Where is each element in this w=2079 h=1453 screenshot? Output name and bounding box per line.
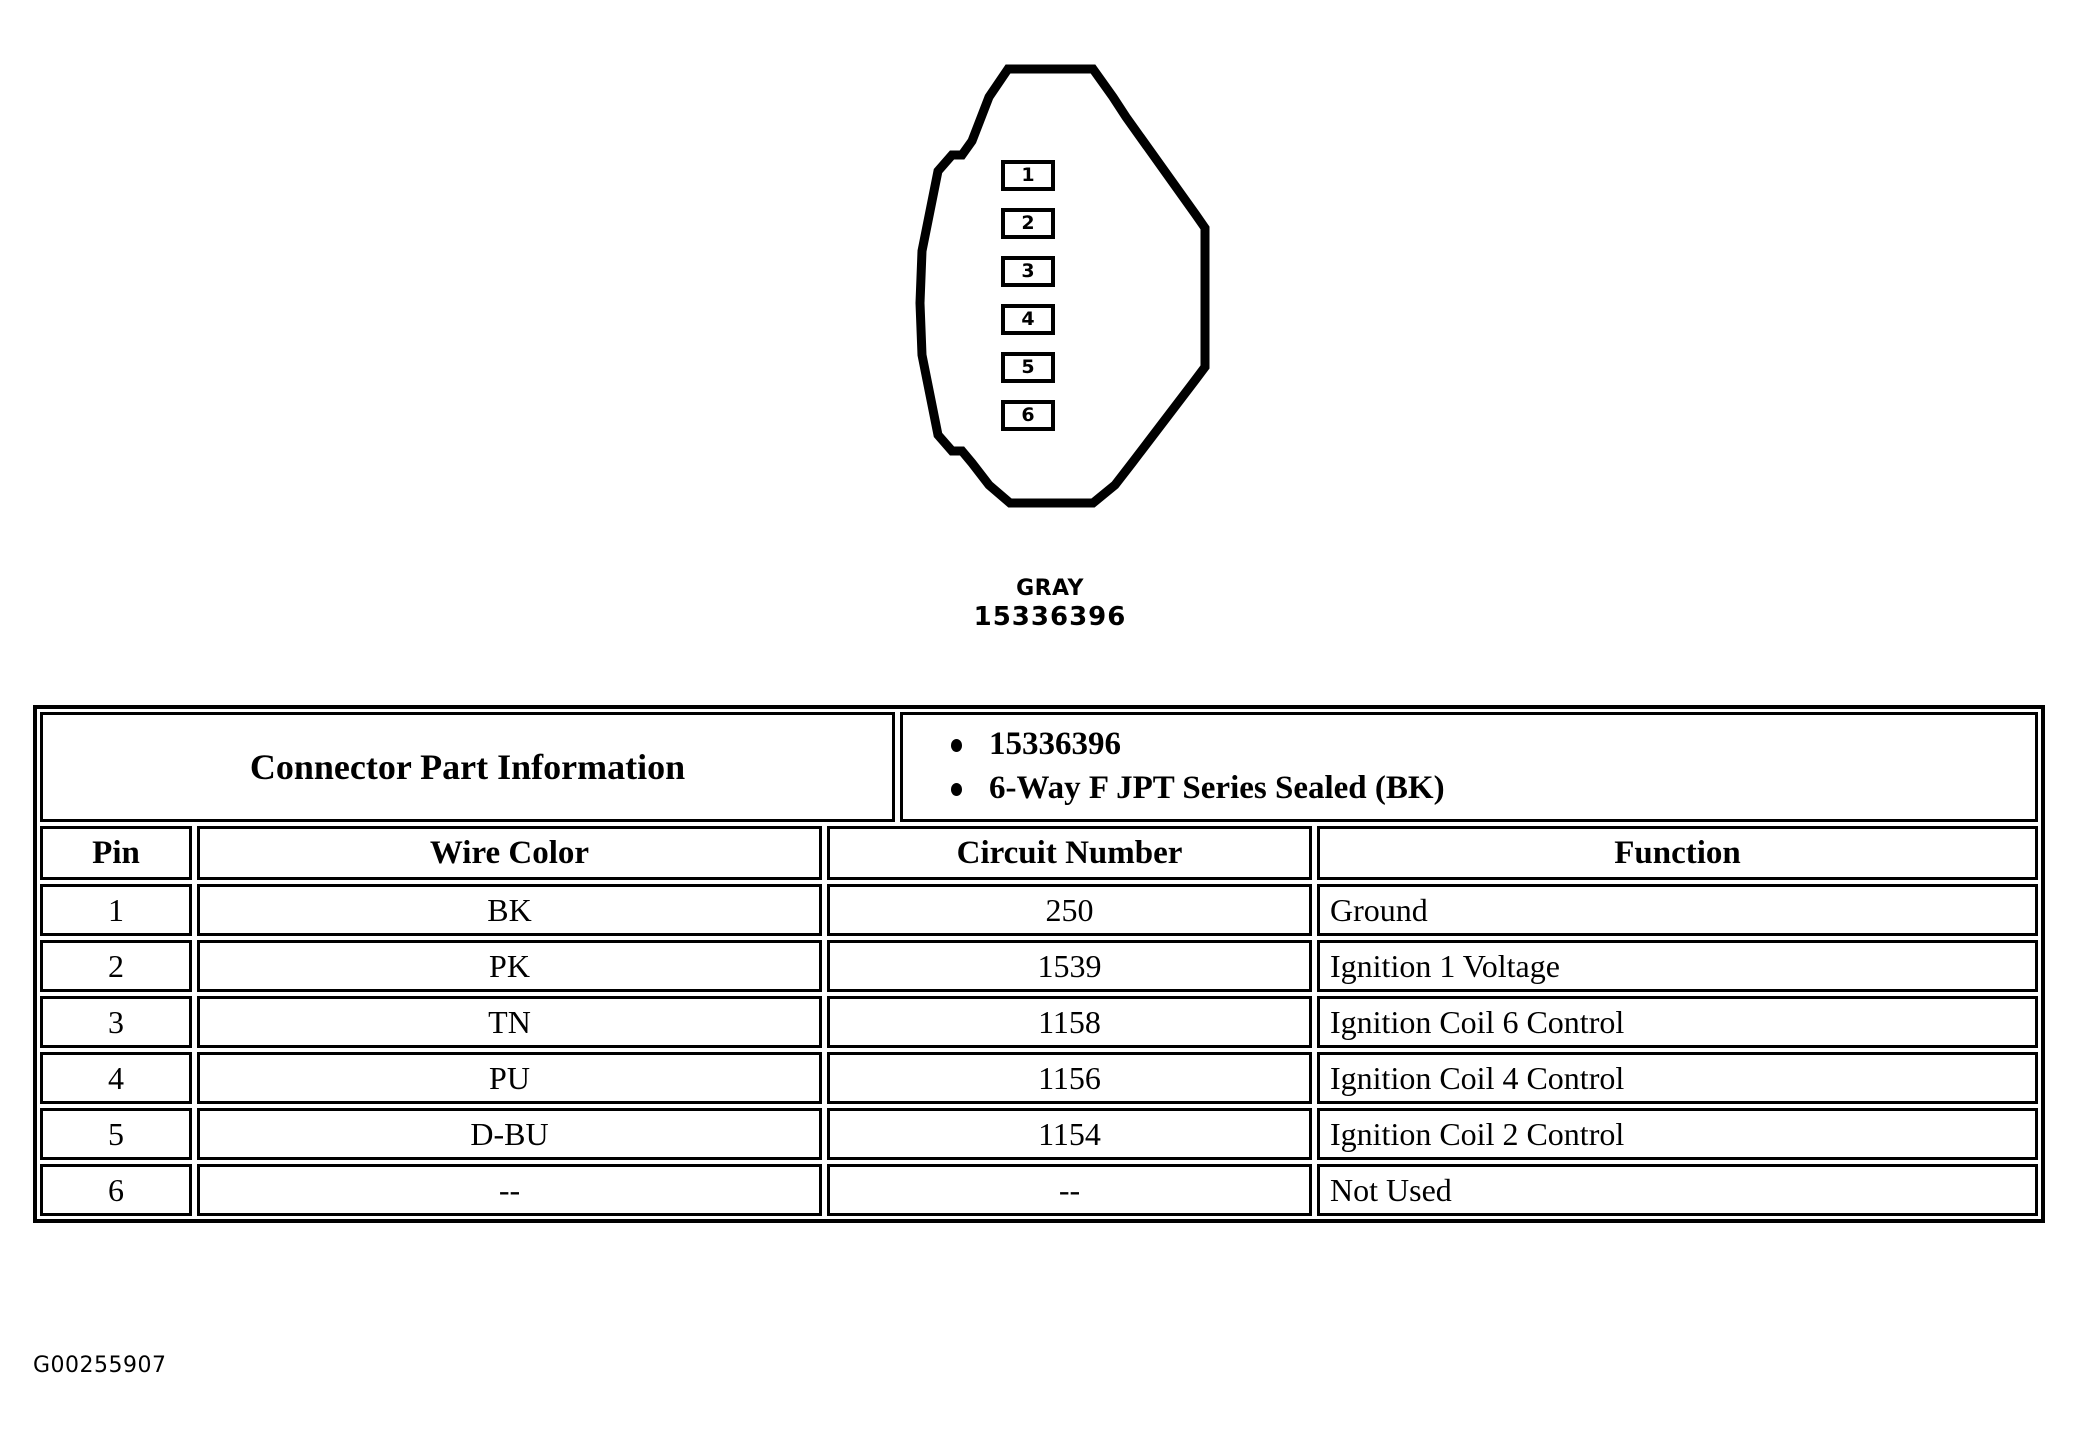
cell-value: 1158: [1038, 1003, 1101, 1040]
cell-value: 3: [108, 1003, 124, 1040]
pin-box-6: 6: [1001, 400, 1055, 431]
cell-value: 2: [108, 947, 124, 984]
connector-information-table: Connector Part Information 15336396 6-Wa…: [33, 705, 2045, 1223]
table-row: 1 BK 250 Ground: [40, 884, 2038, 936]
figure-id: G00255907: [33, 1353, 167, 1378]
cell-value: Ignition 1 Voltage: [1330, 947, 1560, 984]
part-information-label-cell: Connector Part Information: [40, 712, 895, 822]
cell-value: TN: [488, 1003, 531, 1040]
cell-value: --: [498, 1171, 521, 1208]
cell-wire-color: TN: [197, 996, 822, 1048]
cell-wire-color: --: [197, 1164, 822, 1216]
cell-circuit-number: 1154: [827, 1108, 1312, 1160]
cell-value: BK: [487, 891, 532, 928]
cell-circuit-number: --: [827, 1164, 1312, 1216]
cell-function: Ground: [1317, 884, 2038, 936]
cell-function: Ignition Coil 6 Control: [1317, 996, 2038, 1048]
table-row: 5 D-BU 1154 Ignition Coil 2 Control: [40, 1108, 2038, 1160]
pin-box-label: 1: [1021, 164, 1035, 186]
part-information-item: 6-Way F JPT Series Sealed (BK): [943, 767, 1445, 811]
column-header-wire-color: Wire Color: [197, 826, 822, 880]
cell-circuit-number: 1539: [827, 940, 1312, 992]
cell-wire-color: PK: [197, 940, 822, 992]
cell-value: 1539: [1037, 947, 1102, 984]
connector-outline-icon: [915, 64, 1210, 508]
cell-value: D-BU: [470, 1115, 549, 1152]
pin-box-4: 4: [1001, 304, 1055, 335]
column-header-label: Circuit Number: [956, 834, 1183, 871]
connector-caption: GRAY 15336396: [860, 576, 1240, 633]
cell-value: PK: [489, 947, 530, 984]
connector-diagram: 1 2 3 4 5 6: [900, 55, 1220, 555]
pin-box-5: 5: [1001, 352, 1055, 383]
cell-value: 1156: [1038, 1059, 1101, 1096]
cell-value: 1: [108, 891, 124, 928]
pin-box-3: 3: [1001, 256, 1055, 287]
cell-function: Ignition Coil 4 Control: [1317, 1052, 2038, 1104]
table-row: 4 PU 1156 Ignition Coil 4 Control: [40, 1052, 2038, 1104]
cell-value: --: [1058, 1171, 1081, 1208]
part-information-values-cell: 15336396 6-Way F JPT Series Sealed (BK): [900, 712, 2038, 822]
cell-value: Ignition Coil 2 Control: [1330, 1115, 1625, 1152]
table-row-part-information: Connector Part Information 15336396 6-Wa…: [40, 712, 2038, 822]
cell-function: Ignition Coil 2 Control: [1317, 1108, 2038, 1160]
cell-value: Not Used: [1330, 1171, 1452, 1208]
cell-function: Ignition 1 Voltage: [1317, 940, 2038, 992]
cell-value: 4: [108, 1059, 124, 1096]
connector-color-label: GRAY: [1016, 576, 1084, 601]
pin-box-label: 4: [1021, 308, 1035, 330]
part-information-list: 15336396 6-Way F JPT Series Sealed (BK): [943, 723, 1445, 810]
cell-circuit-number: 250: [827, 884, 1312, 936]
pin-box-label: 6: [1021, 404, 1035, 426]
column-header-label: Wire Color: [429, 834, 590, 871]
column-header-pin: Pin: [40, 826, 192, 880]
cell-wire-color: BK: [197, 884, 822, 936]
table-row: 6 -- -- Not Used: [40, 1164, 2038, 1216]
cell-function: Not Used: [1317, 1164, 2038, 1216]
cell-value: PU: [489, 1059, 530, 1096]
cell-pin: 5: [40, 1108, 192, 1160]
pin-box-2: 2: [1001, 208, 1055, 239]
part-information-label: Connector Part Information: [249, 747, 686, 787]
pin-box-1: 1: [1001, 160, 1055, 191]
pin-box-label: 2: [1021, 212, 1035, 234]
cell-value: Ground: [1330, 891, 1428, 928]
pin-box-label: 5: [1021, 356, 1035, 378]
table-row: 2 PK 1539 Ignition 1 Voltage: [40, 940, 2038, 992]
column-header-label: Pin: [92, 834, 140, 871]
cell-pin: 4: [40, 1052, 192, 1104]
cell-pin: 1: [40, 884, 192, 936]
cell-value: Ignition Coil 4 Control: [1330, 1059, 1625, 1096]
cell-wire-color: PU: [197, 1052, 822, 1104]
cell-pin: 2: [40, 940, 192, 992]
column-header-circuit-number: Circuit Number: [827, 826, 1312, 880]
cell-value: 1154: [1038, 1115, 1101, 1152]
cell-wire-color: D-BU: [197, 1108, 822, 1160]
column-header-label: Function: [1614, 834, 1741, 871]
cell-circuit-number: 1158: [827, 996, 1312, 1048]
cell-value: 250: [1045, 891, 1094, 928]
connector-part-number: 15336396: [973, 601, 1127, 632]
cell-pin: 6: [40, 1164, 192, 1216]
table-header-row: Pin Wire Color Circuit Number Function: [40, 826, 2038, 880]
cell-value: 5: [108, 1115, 124, 1152]
cell-pin: 3: [40, 996, 192, 1048]
cell-value: 6: [108, 1171, 124, 1208]
table-row: 3 TN 1158 Ignition Coil 6 Control: [40, 996, 2038, 1048]
column-header-function: Function: [1317, 826, 2038, 880]
cell-value: Ignition Coil 6 Control: [1330, 1003, 1625, 1040]
part-information-item: 15336396: [943, 723, 1445, 767]
cell-circuit-number: 1156: [827, 1052, 1312, 1104]
pin-box-label: 3: [1021, 260, 1035, 282]
